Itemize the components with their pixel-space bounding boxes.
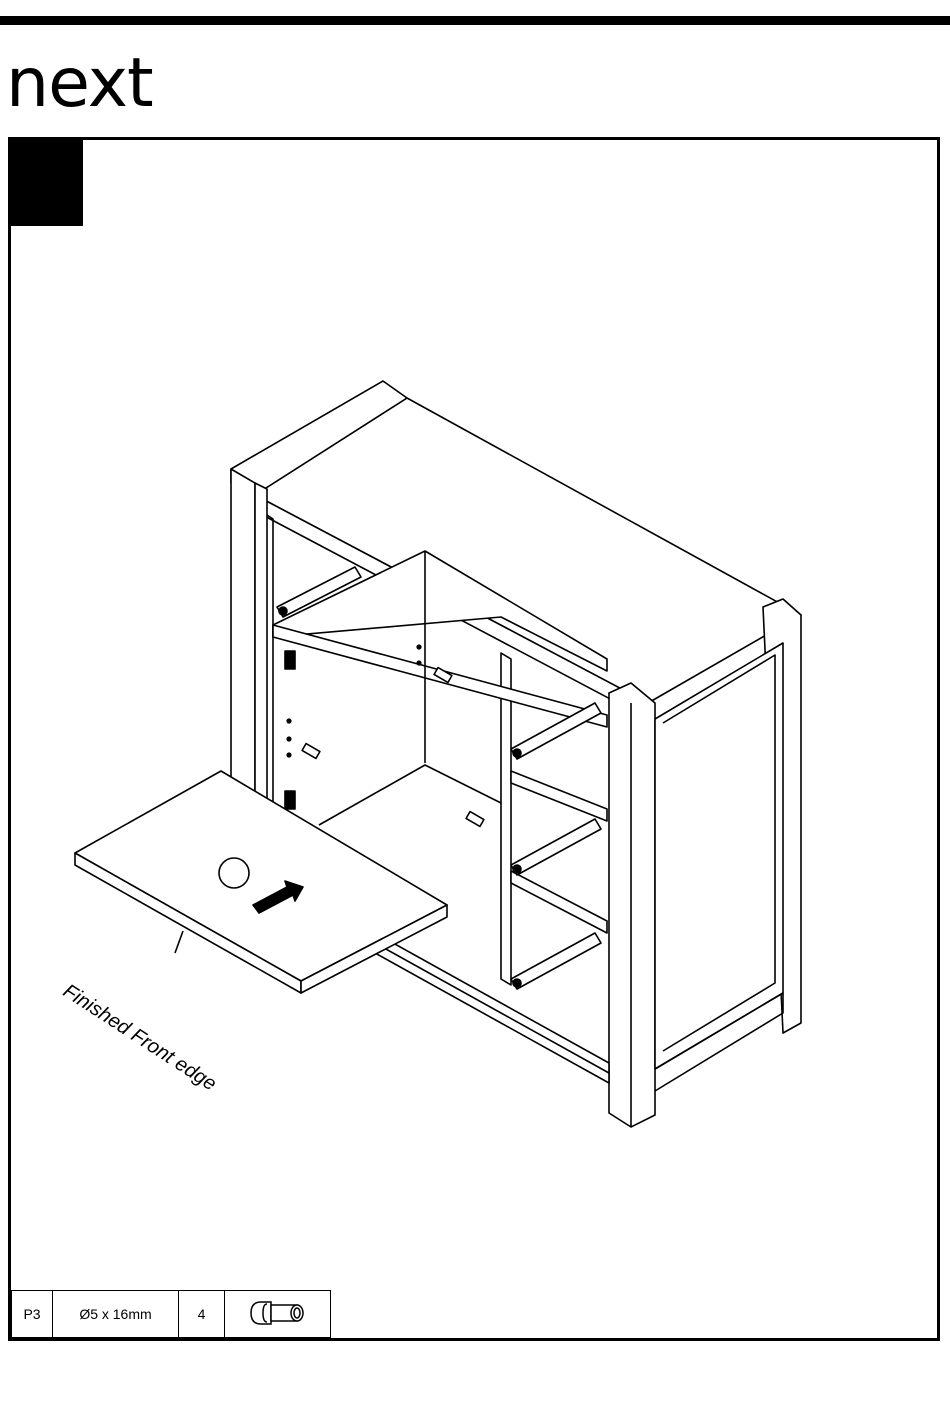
cabinet-illustration <box>3 3 950 1401</box>
part-quantity: 4 <box>179 1291 225 1338</box>
part-code: P3 <box>12 1291 53 1338</box>
instruction-panel: Finished Front edge P3 Ø5 x 16mm 4 <box>8 137 940 1341</box>
parts-row: P3 Ø5 x 16mm 4 <box>12 1291 331 1338</box>
parts-table: P3 Ø5 x 16mm 4 <box>11 1290 331 1338</box>
shelf-hole <box>219 858 249 888</box>
shelf-pin-icon <box>243 1298 313 1328</box>
part-size: Ø5 x 16mm <box>53 1291 179 1338</box>
part-image-cell <box>225 1291 331 1338</box>
centre-divider <box>501 653 511 985</box>
middle-shelf <box>511 771 607 821</box>
right-front-post <box>609 683 655 1127</box>
shelf-pins <box>287 645 484 826</box>
